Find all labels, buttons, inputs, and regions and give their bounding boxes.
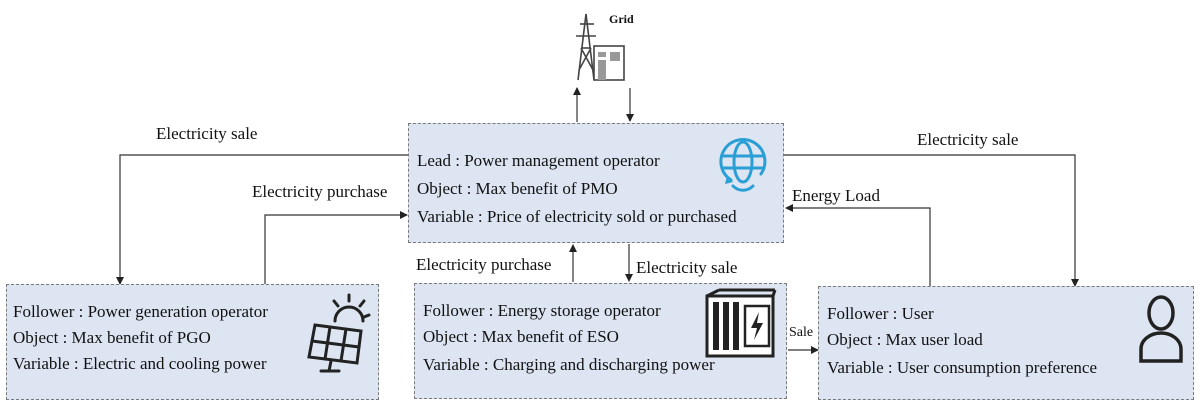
grid-tower-icon	[572, 10, 632, 82]
pgo-objective-text: Object : Max benefit of PGO	[13, 328, 211, 347]
middle-electricity-purchase-label: Electricity purchase	[416, 255, 552, 274]
left-electricity-purchase-label: Electricity purchase	[252, 182, 388, 201]
user-box: Follower : User Object : Max user load V…	[818, 286, 1194, 400]
left-electricity-sale-label: Electricity sale	[156, 124, 258, 143]
energy-load-label: Energy Load	[792, 186, 880, 205]
pmo-box: Lead : Power management operator Object …	[408, 123, 784, 243]
eso-variable-text: Variable : Charging and discharging powe…	[423, 355, 715, 374]
pmo-to-user-sale-line	[784, 154, 1079, 287]
user-person-icon	[1137, 293, 1185, 365]
grid-label: Grid	[609, 12, 634, 26]
user-to-pmo-load-line	[785, 204, 931, 286]
pgo-to-pmo-purchase-line	[264, 211, 408, 284]
pmo-variable-text: Variable : Price of electricity sold or …	[417, 207, 737, 226]
pmo-to-pgo-sale-line	[116, 154, 408, 285]
eso-to-user-sale-label: Sale	[789, 325, 814, 340]
right-electricity-sale-label: Electricity sale	[917, 130, 1019, 149]
pgo-role-text: Follower : Power generation operator	[13, 302, 268, 321]
middle-electricity-sale-label: Electricity sale	[636, 258, 738, 277]
user-role-text: Follower : User	[827, 304, 934, 323]
solar-panel-sun-icon	[301, 291, 373, 375]
eso-role-text: Follower : Energy storage operator	[423, 301, 661, 320]
battery-storage-icon	[705, 288, 777, 358]
pmo-role-text: Lead : Power management operator	[417, 151, 660, 170]
eso-objective-text: Object : Max benefit of ESO	[423, 327, 619, 346]
user-variable-text: Variable : User consumption preference	[827, 358, 1097, 377]
pgo-box: Follower : Power generation operator Obj…	[6, 284, 379, 400]
pgo-variable-text: Variable : Electric and cooling power	[13, 354, 267, 373]
eso-box: Follower : Energy storage operator Objec…	[414, 283, 787, 399]
globe-refresh-icon	[713, 136, 773, 196]
user-objective-text: Object : Max user load	[827, 330, 983, 349]
pmo-objective-text: Object : Max benefit of PMO	[417, 179, 618, 198]
